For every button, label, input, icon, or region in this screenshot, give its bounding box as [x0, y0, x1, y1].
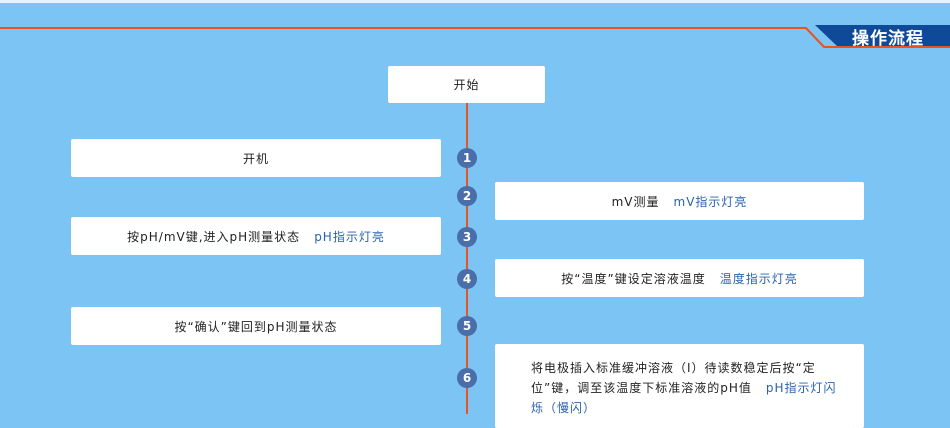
step-1-box: 开机: [71, 139, 441, 177]
step-text: 按“温度”键设定溶液温度: [561, 271, 706, 286]
start-label: 开始: [453, 78, 480, 92]
step-2-box: mV测量 mV指示灯亮: [495, 182, 864, 220]
section-title: 操作流程: [852, 29, 924, 49]
title-banner: [815, 25, 950, 47]
header-decoration: [0, 25, 950, 48]
step-6-box: 将电极插入标准缓冲溶液（I）待读数稳定后按“定位”键，调至该温度下标准溶液的pH…: [495, 344, 864, 428]
top-strip: [0, 0, 950, 3]
step-5-box: 按“确认”键回到pH测量状态: [71, 307, 441, 345]
step-3-box: 按pH/mV键,进入pH测量状态 pH指示灯亮: [71, 217, 441, 255]
step-indicator: pH指示灯闪烁（慢闪）: [531, 381, 837, 415]
step-text: 按“确认”键回到pH测量状态: [174, 319, 338, 334]
step-badge-6: 6: [457, 368, 477, 388]
start-box: 开始: [388, 66, 545, 103]
step-text: 将电极插入标准缓冲溶液（I）待读数稳定后按“定位”键，调至该温度下标准溶液的pH…: [531, 361, 816, 395]
step-indicator: mV指示灯亮: [673, 194, 748, 209]
flow-spine: [466, 103, 468, 414]
step-badge-3: 3: [457, 227, 477, 247]
step-text: 开机: [242, 151, 269, 166]
step-text: 按pH/mV键,进入pH测量状态: [127, 229, 301, 244]
step-badge-5: 5: [457, 316, 477, 336]
step-badge-4: 4: [457, 269, 477, 289]
step-text: mV测量: [611, 194, 660, 209]
step-badge-1: 1: [457, 148, 477, 168]
header-line: [0, 27, 950, 48]
step-badge-2: 2: [457, 186, 477, 206]
step-indicator: pH指示灯亮: [314, 229, 385, 244]
step-4-box: 按“温度”键设定溶液温度温度指示灯亮: [495, 259, 864, 297]
step-indicator: 温度指示灯亮: [719, 271, 798, 286]
